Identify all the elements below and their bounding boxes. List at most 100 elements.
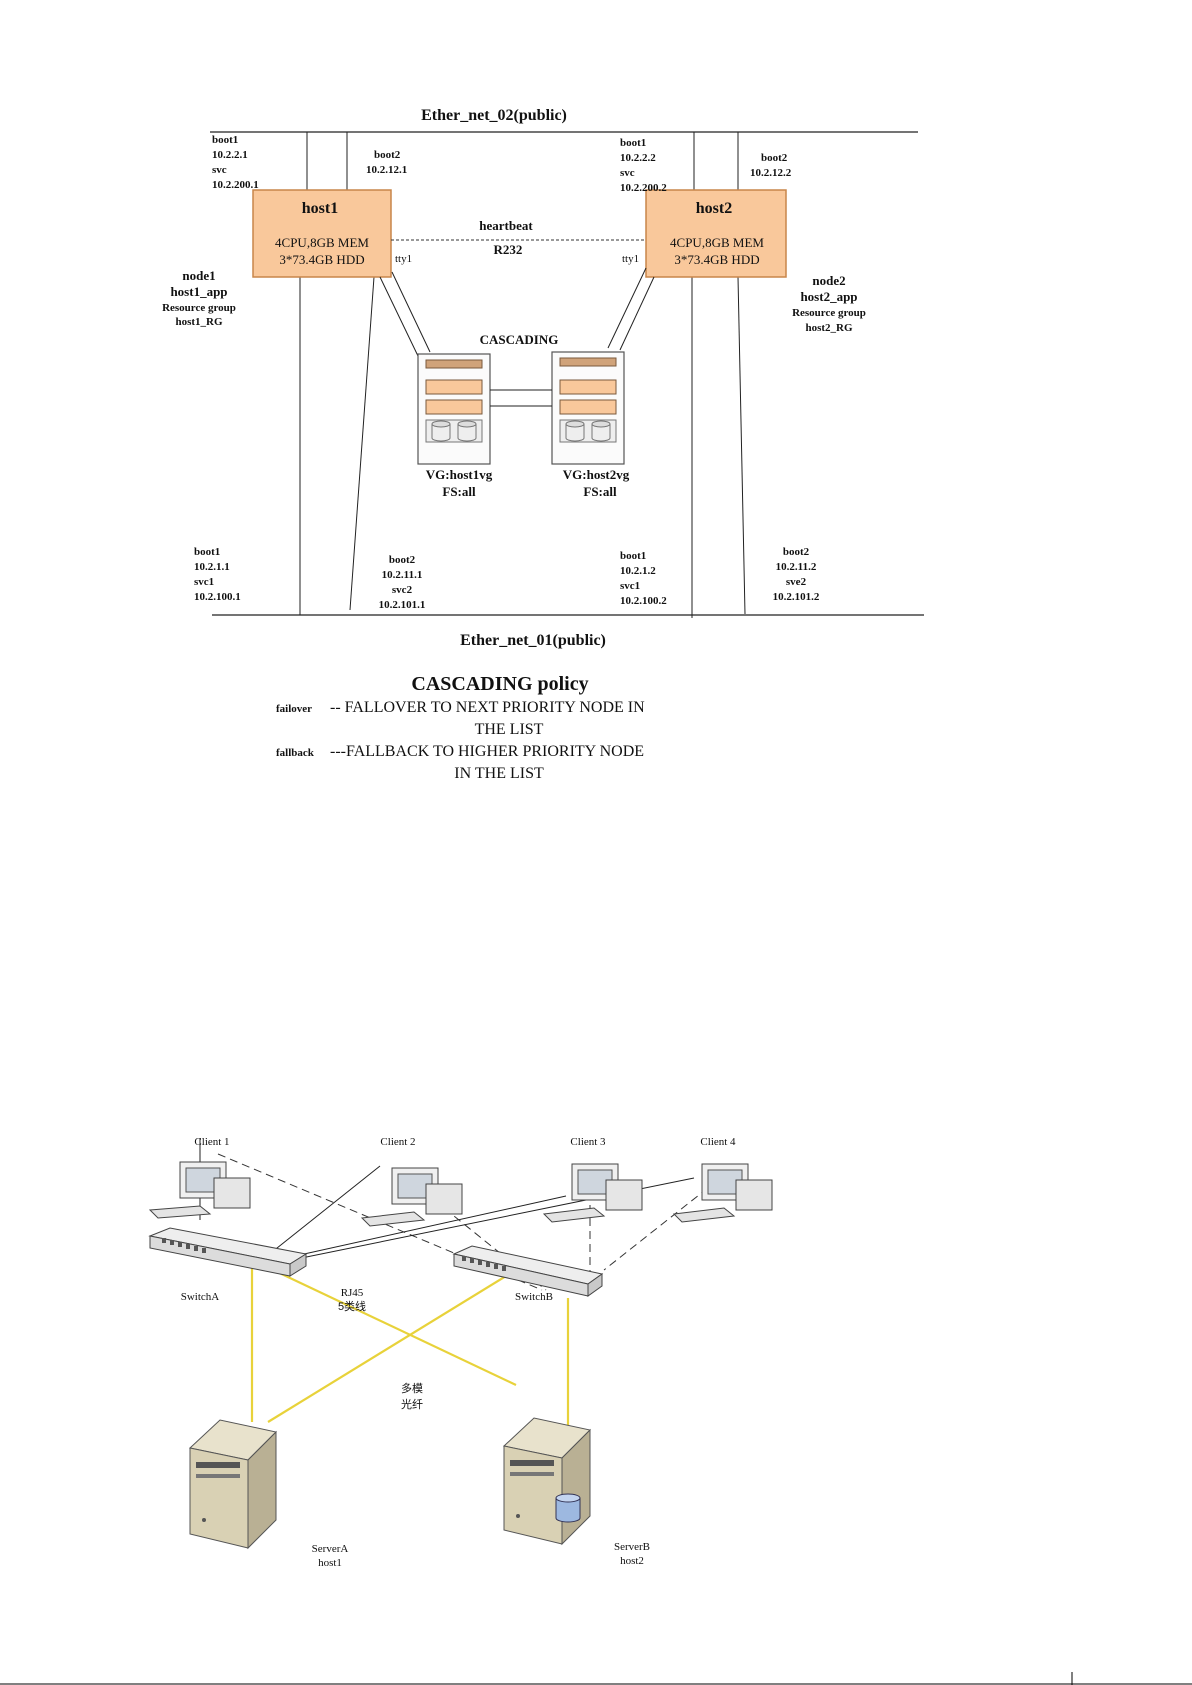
h1-bottom-right-1: 10.2.11.1 (382, 569, 423, 581)
h2-top-left-2: svc (620, 167, 635, 179)
fallback-key: fallback (276, 747, 315, 759)
vg1-name: VG:host1vg (426, 467, 493, 482)
vg2-name: VG:host2vg (563, 467, 630, 482)
storage-host1vg (417, 353, 491, 465)
h2-bottom-left-2: svc1 (620, 580, 640, 592)
node2-rg: host2_RG (805, 322, 853, 334)
fiber-switchA-serverB (251, 1259, 517, 1386)
client-3-icon (542, 1163, 643, 1223)
switch-b-label: SwitchB (515, 1291, 553, 1303)
host1-box (252, 189, 392, 278)
client2-switchA-link (261, 1165, 381, 1261)
h1-bottom-right-0: boot2 (389, 554, 416, 566)
server-b-icon (502, 1417, 592, 1546)
client-3-label: Client 3 (570, 1136, 606, 1148)
h2-storage-link-1 (619, 276, 655, 351)
policy-title: CASCADING policy (411, 673, 588, 695)
switch-b-icon (452, 1245, 604, 1297)
h2-bottom-right-3: 10.2.101.2 (773, 591, 820, 603)
client-2-icon (360, 1167, 463, 1227)
fiber-switchB-serverA (267, 1264, 525, 1423)
h1-top-right-0: boot2 (374, 149, 401, 161)
h1-top-left-1: 10.2.2.1 (212, 149, 248, 161)
h1-storage-link-1 (379, 276, 419, 357)
storage-host2vg (551, 351, 625, 465)
host1-spec1: 4CPU,8GB MEM (275, 235, 369, 250)
fiber-label-1: 多模 (401, 1381, 423, 1395)
h2-top-left-3: 10.2.200.2 (620, 182, 667, 194)
database-icon (555, 1493, 581, 1523)
heartbeat-label: heartbeat (479, 218, 533, 233)
failover-text-2: THE LIST (475, 721, 544, 738)
h1-top-left-2: svc (212, 164, 227, 176)
fiber-label-2: 光纤 (401, 1397, 423, 1411)
h2-bottom-link-2 (737, 276, 746, 615)
client-1-icon (148, 1161, 251, 1219)
host1-spec2: 3*73.4GB HDD (279, 252, 364, 267)
r232-label: R232 (494, 242, 523, 257)
server-a-host: host1 (318, 1557, 342, 1569)
net-top-label: Ether_net_02(public) (421, 107, 567, 124)
net-bottom-label: Ether_net_01(public) (460, 632, 606, 649)
h1-top-right-1: 10.2.12.1 (366, 164, 407, 176)
host2-title: host2 (696, 200, 732, 217)
h2-bottom-left-3: 10.2.100.2 (620, 595, 667, 607)
server-b-name: ServerB (614, 1541, 650, 1553)
switch-a-label: SwitchA (181, 1291, 220, 1303)
h1-top-left-0: boot1 (212, 134, 238, 146)
vg1-fs: FS:all (442, 484, 476, 499)
failover-text-1: -- FALLOVER TO NEXT PRIORITY NODE IN (330, 699, 645, 716)
client3-switchA-link (267, 1195, 567, 1263)
host2-spec1: 4CPU,8GB MEM (670, 235, 764, 250)
network-diagram: Client 1 Client 2 Client 3 Client 4 RJ45… (148, 1136, 773, 1569)
h1-bottom-left-3: 10.2.100.1 (194, 591, 241, 603)
h2-top-left-1: 10.2.2.2 (620, 152, 656, 164)
cascading-policy: CASCADING policy failover -- FALLOVER TO… (276, 673, 645, 782)
h2-top-left-0: boot1 (620, 137, 646, 149)
h1-bottom-left-1: 10.2.1.1 (194, 561, 230, 573)
node1-rg-title: Resource group (162, 302, 236, 314)
server-a-icon (188, 1419, 278, 1550)
fallback-text-1: ---FALLBACK TO HIGHER PRIORITY NODE (330, 743, 644, 760)
h1-bottom-left-0: boot1 (194, 546, 220, 558)
node2-label: node2 (812, 273, 845, 288)
h2-bottom-right-2: sve2 (786, 576, 807, 588)
h1-bottom-right-2: svc2 (392, 584, 413, 596)
client-1-label: Client 1 (194, 1136, 229, 1148)
failover-key: failover (276, 703, 312, 715)
client-4-label: Client 4 (700, 1136, 736, 1148)
rj45-cable-label: 5类线 (338, 1299, 366, 1313)
h1-storage-link-2 (391, 271, 431, 353)
host1-title: host1 (302, 200, 338, 217)
node1-label: node1 (182, 268, 215, 283)
h2-top-right-1: 10.2.12.2 (750, 167, 792, 179)
h2-bottom-left-0: boot1 (620, 550, 646, 562)
client4-switchB-link (603, 1179, 719, 1271)
node1-app: host1_app (170, 284, 227, 299)
fallback-text-2: IN THE LIST (454, 765, 544, 782)
vg2-fs: FS:all (583, 484, 617, 499)
h2-bottom-right-1: 10.2.11.2 (776, 561, 817, 573)
h1-bottom-right-3: 10.2.101.1 (379, 599, 426, 611)
host2-box (645, 189, 787, 278)
client-4-icon (672, 1163, 773, 1223)
node1-rg: host1_RG (175, 316, 223, 328)
cascading-label: CASCADING (480, 332, 559, 347)
ha-diagram: Ether_net_02(public) host1 4CPU,8GB MEM … (162, 107, 924, 649)
server-b-host: host2 (620, 1555, 644, 1567)
rj45-label: RJ45 (341, 1287, 364, 1299)
client-2-label: Client 2 (380, 1136, 415, 1148)
switch-a-icon (148, 1227, 308, 1277)
host2-tty: tty1 (622, 253, 639, 265)
h1-top-left-3: 10.2.200.1 (212, 179, 259, 191)
h2-bottom-left-1: 10.2.1.2 (620, 565, 656, 577)
node2-app: host2_app (800, 289, 857, 304)
h1-bottom-left-2: svc1 (194, 576, 214, 588)
h2-storage-link-2 (607, 267, 647, 349)
h2-bottom-right-0: boot2 (783, 546, 810, 558)
node2-rg-title: Resource group (792, 307, 866, 319)
host2-spec2: 3*73.4GB HDD (674, 252, 759, 267)
host1-tty: tty1 (395, 253, 412, 265)
